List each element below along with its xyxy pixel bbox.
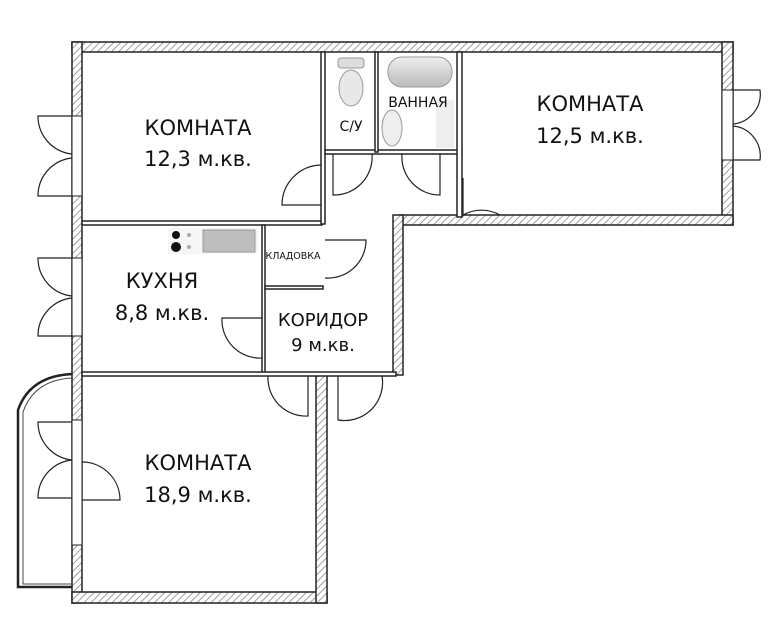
kitchen-area: 8,8 м.кв. <box>115 301 209 325</box>
room-2: КОМНАТА 12,5 м.кв. <box>536 92 644 148</box>
storage-label: КЛАДОВКА <box>265 251 321 262</box>
windows <box>71 89 734 546</box>
room-1-area: 12,3 м.кв. <box>144 147 252 171</box>
bathroom-label: ВАННАЯ <box>388 95 448 111</box>
room-2-name: КОМНАТА <box>537 92 645 116</box>
door-swings <box>37 89 761 501</box>
corridor: КОРИДОР 9 м.кв. <box>278 310 368 356</box>
interior-walls <box>81 51 463 377</box>
toilet-label: С/У <box>339 119 362 135</box>
room-2-area: 12,5 м.кв. <box>536 124 644 148</box>
corridor-name: КОРИДОР <box>278 310 368 331</box>
bathtub-icon <box>387 56 453 88</box>
kitchen-name: КУХНЯ <box>126 269 198 293</box>
kitchen: КУХНЯ 8,8 м.кв. <box>115 269 209 325</box>
toilet-icon <box>337 57 365 107</box>
room-1-name: КОМНАТА <box>145 116 253 140</box>
room-3: КОМНАТА 18,9 м.кв. <box>144 451 252 507</box>
kitchen-sink-icon <box>202 229 256 253</box>
corridor-area: 9 м.кв. <box>291 335 355 356</box>
room-1: КОМНАТА 12,3 м.кв. <box>144 116 252 171</box>
balcony <box>16 372 73 589</box>
sink-icon <box>381 100 454 148</box>
room-3-area: 18,9 м.кв. <box>144 483 252 507</box>
room-3-name: КОМНАТА <box>145 451 253 475</box>
